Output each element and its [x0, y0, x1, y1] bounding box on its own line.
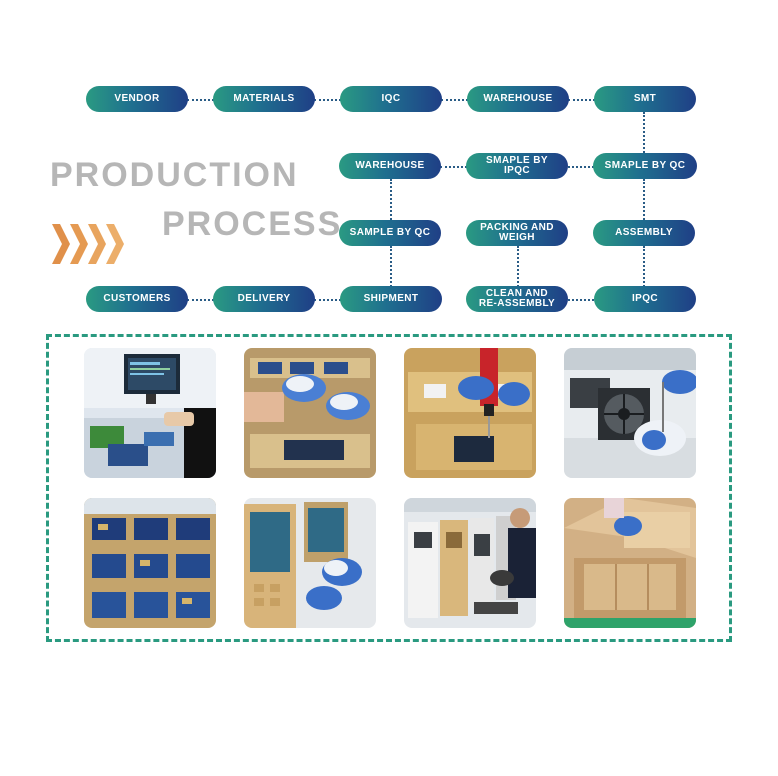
step-materials: MATERIALS [213, 86, 315, 112]
step-sample-by-qc-top: SMAPLE BY QC [593, 153, 697, 179]
connector [440, 166, 467, 168]
step-iqc: IQC [340, 86, 442, 112]
step-warehouse-top: WAREHOUSE [467, 86, 569, 112]
heading-production: PRODUCTION [50, 156, 299, 194]
connector [643, 112, 645, 153]
connector [187, 299, 214, 301]
step-delivery: DELIVERY [213, 286, 315, 312]
step-customers: CUSTOMERS [86, 286, 188, 312]
worker-testing-screens-photo [404, 498, 536, 628]
connector [441, 99, 468, 101]
connector [517, 246, 519, 287]
step-assembly: ASSEMBLY [593, 220, 695, 246]
gloved-hands-panel-photo [244, 498, 376, 628]
step-ipqc: IPQC [594, 286, 696, 312]
step-warehouse-mid: WAREHOUSE [339, 153, 441, 179]
step-vendor: VENDOR [86, 86, 188, 112]
computer-workstation-photo [84, 348, 216, 478]
connector [643, 179, 645, 220]
connector [187, 99, 214, 101]
connector [568, 166, 594, 168]
connector [643, 246, 645, 287]
connector [314, 299, 341, 301]
step-shipment: SHIPMENT [340, 286, 442, 312]
step-sample-by-ipqc: SMAPLE BY IPQC [466, 153, 568, 179]
step-sample-by-qc: SAMPLE BY QC [339, 220, 441, 246]
circuit-boards-tray-photo [84, 498, 216, 628]
heading-process: PROCESS [162, 205, 343, 243]
connector [390, 246, 392, 287]
connector [390, 179, 392, 220]
connector [568, 299, 594, 301]
fan-inspection-photo [564, 348, 696, 478]
packing-box-photo [564, 498, 696, 628]
hands-assembling-boards-photo [244, 348, 376, 478]
step-packing-and-weigh: PACKING AND WEIGH [466, 220, 568, 246]
chevron-arrows-icon [52, 224, 124, 264]
step-clean-and-reassembly: CLEAN AND RE-ASSEMBLY [466, 286, 568, 312]
electric-screwdriver-photo [404, 348, 536, 478]
step-smt: SMT [594, 86, 696, 112]
photo-gallery-frame [46, 334, 732, 642]
connector [568, 99, 595, 101]
connector [314, 99, 341, 101]
